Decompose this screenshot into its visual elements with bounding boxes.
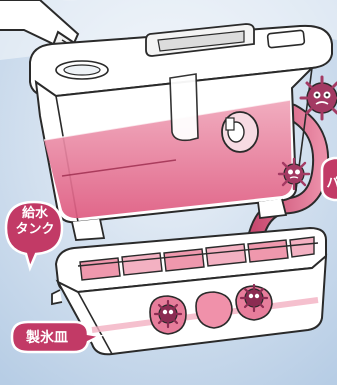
edge-callout-bubble [320, 156, 337, 202]
tray-cells [77, 236, 319, 281]
ice-tray-label: 製氷皿 [26, 330, 68, 346]
water-tank-callout-bubble [4, 200, 64, 272]
germ-icon [277, 157, 311, 191]
ice-tray-callout-bubble [10, 320, 104, 354]
water-tank-label-line2: タンク [15, 222, 55, 237]
water-tank-label: 給水 タンク [9, 206, 61, 238]
germ-icon [153, 299, 183, 329]
water-tank [29, 23, 333, 241]
germ-icon [299, 75, 337, 121]
germ-icon [239, 283, 269, 313]
water-tank-label-line1: 給水 [21, 206, 48, 221]
ice-tray [51, 226, 328, 356]
edge-callout-label: パ [326, 176, 337, 191]
